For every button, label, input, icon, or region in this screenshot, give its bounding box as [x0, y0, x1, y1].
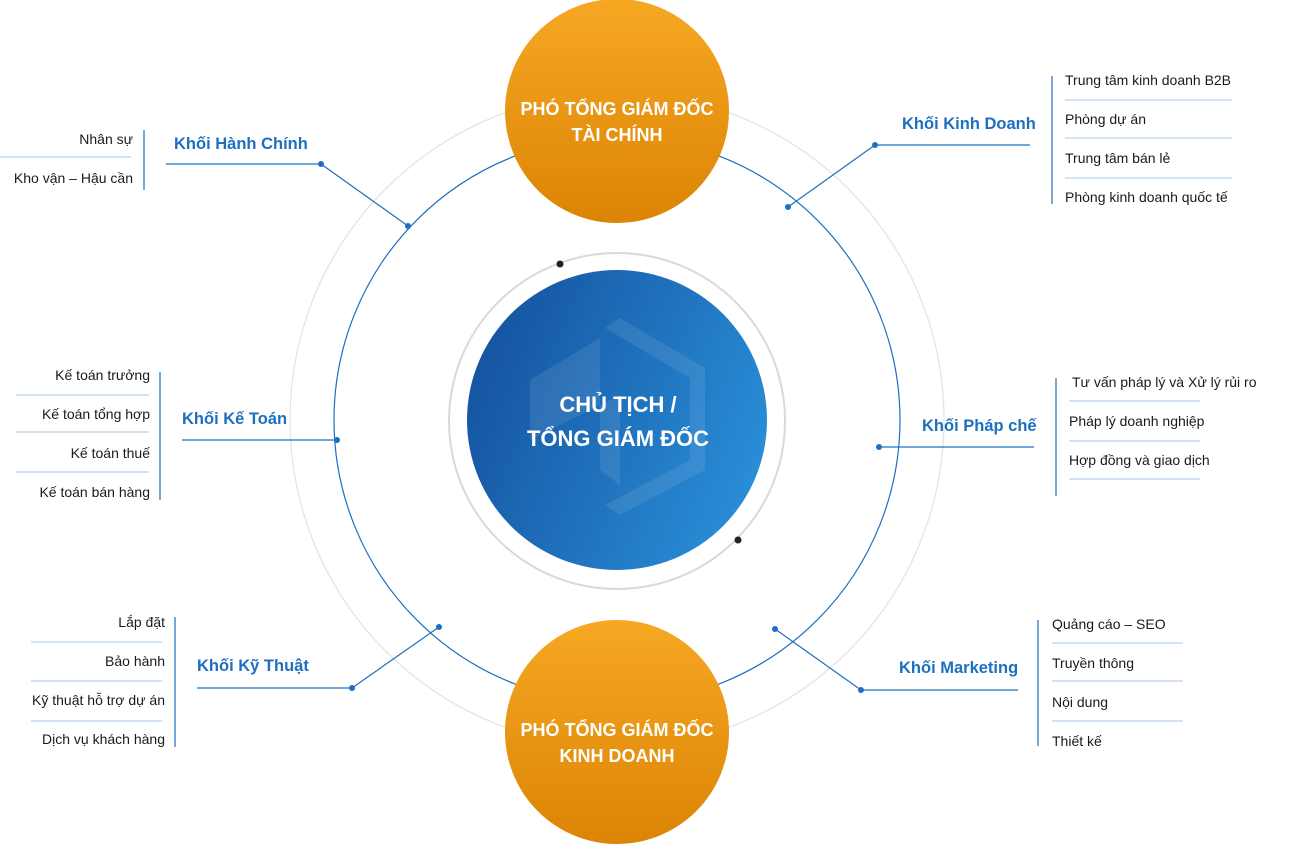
vp-sales-circle [505, 620, 729, 844]
ceo-line2: TỔNG GIÁM ĐỐC [526, 426, 710, 451]
connector-dot [872, 142, 878, 148]
vp-finance-circle [505, 0, 729, 223]
list-item: Phòng dự án [1065, 111, 1146, 127]
list-item: Truyền thông [1052, 655, 1134, 671]
list-item: Bảo hành [105, 653, 165, 669]
logo-watermark-icon [530, 318, 705, 515]
list-item: Hợp đồng và giao dịch [1069, 452, 1210, 468]
list-item: Thiết kế [1052, 733, 1102, 749]
list-item: Kế toán thuế [70, 445, 150, 461]
vp-sales-label: PHÓ TỔNG GIÁM ĐỐC KINH DOANH [497, 717, 737, 769]
division-title-hanh-chinh: Khối Hành Chính [174, 135, 308, 153]
vp-sales-line1: PHÓ TỔNG GIÁM ĐỐC [520, 720, 714, 740]
list-item: Kế toán trưởng [55, 367, 150, 383]
list-item: Tư vấn pháp lý và Xử lý rủi ro [1072, 374, 1257, 390]
list-item: Kho vận – Hậu cần [13, 170, 133, 186]
division-title-ke-toan: Khối Kế Toán [182, 410, 288, 428]
list-item: Pháp lý doanh nghiệp [1069, 413, 1205, 429]
list-item: Trung tâm bán lẻ [1065, 150, 1171, 166]
list-item: Trung tâm kinh doanh B2B [1065, 72, 1232, 88]
ceo-label: CHỦ TỊCH / TỔNG GIÁM ĐỐC [478, 388, 758, 456]
division-title-ky-thuat: Khối Kỹ Thuật [197, 657, 309, 675]
list-item: Lắp đặt [118, 614, 165, 630]
list-item: Phòng kinh doanh quốc tế [1065, 189, 1228, 205]
connector-dot [405, 223, 411, 229]
connector-dot [436, 624, 442, 630]
vp-finance-label: PHÓ TỔNG GIÁM ĐỐC TÀI CHÍNH [497, 96, 737, 148]
connector-dot [785, 204, 791, 210]
list-item: Quảng cáo – SEO [1052, 616, 1166, 632]
connector-dot [876, 444, 882, 450]
vp-finance-line1: PHÓ TỔNG GIÁM ĐỐC [520, 99, 714, 119]
division-title-kinh-doanh: Khối Kinh Doanh [902, 115, 1036, 133]
list-item: Kế toán tổng hợp [41, 406, 150, 422]
connectors [166, 144, 1034, 691]
inner-ring-dot [556, 260, 564, 268]
list-item: Nhân sự [79, 131, 133, 147]
ceo-circle [467, 270, 767, 570]
ceo-line1: CHỦ TỊCH / [559, 392, 677, 417]
connector-dot [334, 437, 340, 443]
connector-dot [858, 687, 864, 693]
vp-finance-line2: TÀI CHÍNH [571, 125, 663, 145]
list-item: Nội dung [1052, 694, 1109, 710]
division-title-marketing: Khối Marketing [899, 659, 1019, 677]
inner-gray-ring [448, 252, 786, 590]
list-item: Kế toán bán hàng [39, 484, 150, 500]
connector-dot [772, 626, 778, 632]
list-item: Dịch vụ khách hàng [42, 731, 165, 747]
division-title-phap-che: Khối Pháp chế [922, 417, 1037, 435]
vp-sales-line2: KINH DOANH [559, 746, 675, 766]
list-item: Kỹ thuật hỗ trợ dự án [32, 692, 165, 708]
inner-ring-dot [734, 536, 742, 544]
connector-dot [349, 685, 355, 691]
connector-dot [318, 161, 324, 167]
